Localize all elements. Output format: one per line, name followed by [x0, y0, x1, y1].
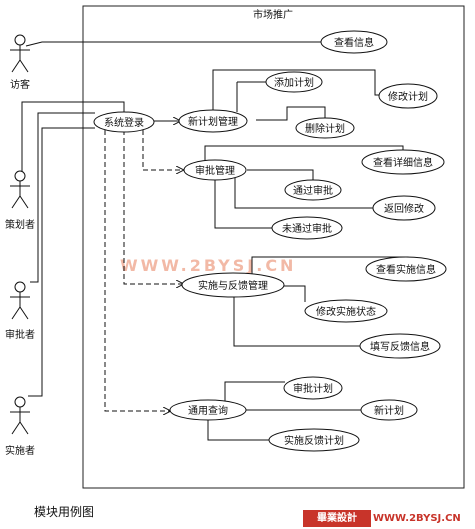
uc-label-impl-feedback-plan: 实施反馈计划: [284, 434, 344, 447]
uc-label-add-plan: 添加计划: [274, 76, 314, 89]
uc-label-fail: 未通过审批: [282, 222, 332, 235]
actor-label-implementer: 实施者: [5, 444, 35, 457]
uc-fill-feedback[interactable]: [359, 333, 441, 359]
uc-add-plan[interactable]: [265, 71, 323, 93]
uc-new-plan-q[interactable]: [360, 399, 418, 421]
watermark-logo-url: WWW.2BYSJ.CN: [373, 513, 461, 524]
figure-caption: 模块用例图: [34, 505, 95, 519]
uc-label-view-detail: 查看详细信息: [373, 156, 433, 169]
uc-label-login: 系统登录: [104, 116, 144, 129]
uc-query[interactable]: [169, 399, 247, 421]
uc-modify-impl[interactable]: [304, 299, 388, 323]
uc-label-view-impl: 查看实施信息: [376, 263, 436, 276]
uc-view-info[interactable]: [320, 30, 388, 54]
actor-label-planner: 策划者: [5, 218, 35, 231]
uc-label-impl-feedback: 实施与反馈管理: [198, 279, 268, 292]
watermark-text: WWW.2BYSJ.CN: [120, 256, 296, 275]
uc-approval[interactable]: [183, 159, 247, 181]
uc-label-new-plan-q: 新计划: [374, 404, 404, 417]
uc-fail[interactable]: [271, 216, 343, 240]
uc-login[interactable]: [93, 111, 155, 133]
uc-view-impl[interactable]: [365, 256, 447, 282]
uc-label-approval: 审批管理: [195, 164, 235, 177]
uc-label-view-info: 查看信息: [334, 36, 374, 49]
uc-impl-feedback-plan[interactable]: [268, 428, 360, 452]
uc-modify-plan[interactable]: [378, 83, 438, 109]
uc-label-delete-plan: 删除计划: [305, 122, 345, 135]
uc-label-new-plan: 新计划管理: [188, 115, 238, 128]
uc-return-modify[interactable]: [372, 195, 436, 221]
uc-pass[interactable]: [284, 179, 342, 201]
system-title: 市场推广: [253, 8, 293, 21]
uc-view-detail[interactable]: [361, 149, 445, 175]
actor-approver: [10, 281, 30, 320]
actor-label-visitor: 访客: [10, 78, 30, 91]
actor-visitor: [10, 34, 30, 73]
uc-label-approve-plan: 审批计划: [293, 382, 333, 395]
uc-label-modify-impl: 修改实施状态: [316, 305, 376, 318]
uc-label-modify-plan: 修改计划: [388, 90, 428, 103]
uc-label-fill-feedback: 填写反馈信息: [370, 340, 430, 353]
uc-label-query: 通用查询: [188, 404, 228, 417]
uc-delete-plan[interactable]: [295, 117, 355, 139]
associations: [21, 41, 409, 441]
uc-approve-plan[interactable]: [283, 376, 343, 400]
dashed-relations: [104, 130, 183, 411]
actor-planner: [10, 170, 30, 209]
actor-implementer: [10, 396, 30, 435]
actor-label-approver: 审批者: [5, 328, 35, 341]
watermark-logo-box: 畢業設計: [303, 510, 371, 527]
uc-label-pass: 通过审批: [293, 184, 333, 197]
uc-impl-feedback[interactable]: [181, 272, 285, 298]
uc-label-return-modify: 返回修改: [384, 202, 424, 215]
system-boundary: [82, 5, 465, 489]
uc-new-plan[interactable]: [178, 109, 248, 133]
